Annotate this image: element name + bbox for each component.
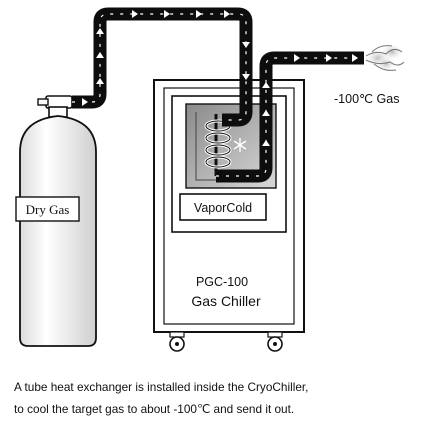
gas-cloud-icon bbox=[364, 43, 405, 72]
output-gas-label: -100℃ Gas bbox=[334, 92, 399, 106]
vaporcold-plate bbox=[179, 193, 267, 221]
caster-right bbox=[267, 331, 283, 352]
inlet-tube bbox=[72, 7, 253, 127]
cylinder-valve bbox=[45, 95, 73, 109]
model-label: PGC-100 bbox=[196, 275, 248, 289]
outlet-tube bbox=[216, 51, 364, 183]
caption-line-1: A tube heat exchanger is installed insid… bbox=[14, 380, 308, 394]
chiller-name-label: Gas Chiller bbox=[191, 293, 261, 309]
snowflake-icon bbox=[233, 138, 247, 152]
cylinder-body bbox=[19, 115, 97, 347]
cylinder-label-box bbox=[15, 196, 80, 222]
arrow-icon bbox=[82, 10, 358, 146]
vaporcold-label: VaporCold bbox=[194, 201, 252, 215]
cylinder-label: Dry Gas bbox=[26, 202, 70, 217]
cylinder-valve-handle bbox=[37, 98, 49, 106]
gas-cylinder: Dry Gas bbox=[15, 95, 97, 347]
caster-left bbox=[169, 331, 185, 352]
chiller-inner-frame bbox=[163, 87, 295, 325]
caption-line-2: to cool the target gas to about -100℃ an… bbox=[14, 402, 294, 416]
